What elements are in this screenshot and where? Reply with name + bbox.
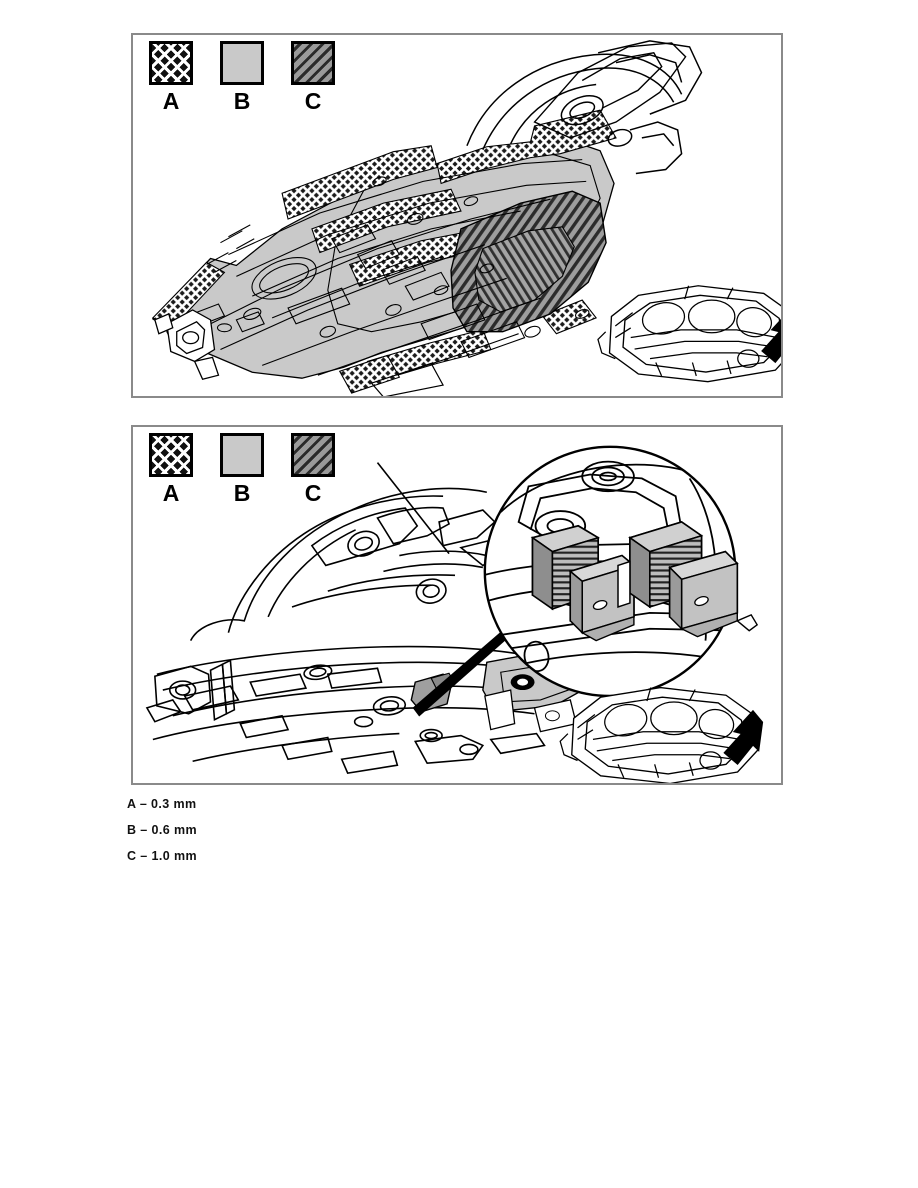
caption-line-a: A – 0.3 mm [127, 797, 197, 811]
legend-entry-a: A [149, 41, 193, 113]
figure-panel-1: A B C [131, 33, 783, 398]
legend-swatch-a-crosshatch [149, 433, 193, 477]
legend-swatch-b-solid [220, 433, 264, 477]
wheel-house-main-drawing [145, 487, 546, 774]
caption-line-c: C – 1.0 mm [127, 849, 198, 863]
legend-label-c: C [304, 480, 322, 506]
detail-bracket-gap [617, 560, 631, 609]
legend-label-b: B [233, 88, 251, 114]
legend-label-a: A [162, 480, 180, 506]
wheel-house-outline [466, 40, 703, 175]
floor-structure-lines [166, 159, 590, 384]
detail-leader-line-secondary [376, 462, 450, 555]
panel-2-illustration [145, 445, 764, 783]
legend-label-b: B [233, 480, 251, 506]
legend-entry-b: B [220, 41, 264, 113]
legend-swatch-b-solid [220, 41, 264, 85]
caption-line-b: B – 0.6 mm [127, 823, 198, 837]
legend-entry-c: C [291, 433, 335, 505]
panel-1-legend: A B C [149, 41, 335, 113]
legend-label-a: A [162, 88, 180, 114]
panel-1-inset-locator [597, 285, 781, 383]
front-rail-bracket [154, 309, 220, 380]
figure-panel-2: A B C [131, 425, 783, 785]
panel-2-inset-locator [559, 686, 764, 783]
legend-label-c: C [304, 88, 322, 114]
legend-swatch-a-crosshatch [149, 41, 193, 85]
legend-entry-c: C [291, 41, 335, 113]
locator-arrow-icon [723, 709, 764, 766]
figure-caption-list: A – 0.3 mm B – 0.6 mm C – 1.0 mm [127, 797, 427, 875]
rocker-edge [338, 354, 444, 396]
detail-bracket-right [628, 520, 759, 638]
panel-1-illustration [151, 40, 781, 396]
panel-2-legend: A B C [149, 433, 335, 505]
sealer-zone-c-diagonal [450, 190, 607, 333]
quarter-panel-extension [533, 42, 687, 139]
legend-entry-b: B [220, 433, 264, 505]
legend-swatch-c-diagonal [291, 41, 335, 85]
legend-swatch-c-diagonal [291, 433, 335, 477]
legend-entry-a: A [149, 433, 193, 505]
locator-arrow-icon [761, 318, 781, 364]
magnified-detail-circle [483, 445, 759, 698]
